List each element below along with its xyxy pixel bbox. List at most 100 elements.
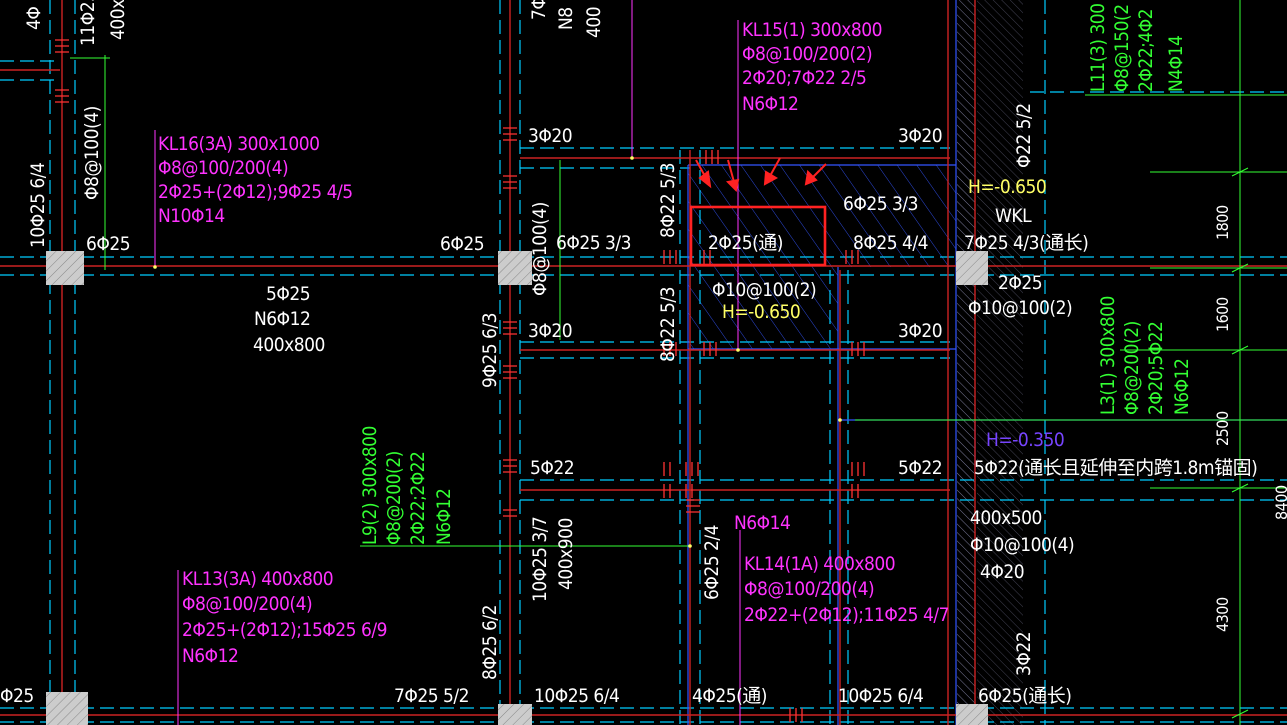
leader-lines [154, 0, 741, 725]
beam-label: KL16(3A) 300x1000 [158, 133, 320, 155]
rebar-label: N6Φ12 [254, 308, 310, 330]
stirrup-label: Φ8@100/200(2) [742, 43, 872, 65]
stirrup-label: Φ10@100(4) [970, 534, 1074, 556]
dimension-label: 1600 [1213, 297, 1232, 332]
rebar-label-vertical: 3Φ22 [1013, 632, 1035, 676]
beam-annotation-l9[interactable]: L9(2) 300x800 Φ8@200(2) 2Φ22;2Φ22 N6Φ12 [359, 426, 455, 545]
rebar-label-vertical: 7Φ [528, 0, 550, 20]
dimension-label: 2500 [1213, 411, 1232, 446]
column[interactable] [956, 704, 988, 725]
rebar-label: 2Φ25+(2Φ12);15Φ25 6/9 [182, 619, 387, 641]
red-arrow-icon [695, 157, 827, 193]
rebar-label: 6Φ25 3/3 [556, 232, 631, 254]
beam-label: L3(1) 300x800 [1097, 296, 1119, 415]
rebar-label-vertical: 6Φ25 2/4 [701, 525, 723, 600]
column[interactable] [498, 251, 532, 285]
rebar-label: N6Φ12 [1171, 359, 1193, 415]
highlight-box[interactable] [689, 205, 827, 267]
rebar-label: 5Φ22(通长且延伸至内跨1.8m锚固) [974, 457, 1257, 479]
rebar-label: 2Φ20;7Φ22 2/5 [742, 67, 866, 89]
rebar-label-vertical: 8Φ25 6/2 [479, 605, 501, 680]
beam-annotation-kl15[interactable]: KL15(1) 300x800 Φ8@100/200(2) 2Φ20;7Φ22 … [742, 19, 882, 115]
stirrup-label-vertical: Φ8@100(4) [81, 106, 103, 200]
beam-annotation-kl16[interactable]: KL16(3A) 300x1000 Φ8@100/200(4) 2Φ25+(2Φ… [158, 133, 353, 227]
rebar-label: 6Φ25(通长) [978, 685, 1071, 707]
dimension-label: 1800 [1213, 205, 1232, 240]
dimension-label: 8400 [1272, 485, 1287, 520]
rebar-label: 6Φ25 [440, 233, 484, 255]
rebar-label: 7Φ25 4/3(通长) [964, 232, 1088, 254]
rebar-label: 7Φ25 5/2 [394, 685, 469, 707]
rebar-label: N6Φ12 [433, 489, 455, 545]
beam-label: KL15(1) 300x800 [742, 19, 882, 41]
rebar-label: 2Φ22;2Φ22 [407, 452, 429, 545]
stirrup-label: Φ8@200(2) [1121, 321, 1143, 415]
column[interactable] [46, 251, 84, 285]
rebar-label: N10Φ14 [158, 205, 225, 227]
rebar-label: N6Φ12 [742, 93, 798, 115]
beam-annotation-kl14[interactable]: N6Φ14 KL14(1A) 400x800 Φ8@100/200(4) 2Φ2… [734, 512, 949, 626]
blue-edge-lines [687, 0, 1287, 725]
stirrup-label: Φ8@100/200(4) [158, 157, 288, 179]
dimension-label: 4300 [1213, 597, 1232, 632]
rebar-label-vertical: 10Φ25 3/7 [529, 517, 551, 602]
rebar-label-vertical: N8 [555, 7, 577, 30]
rebar-label: 6Φ25 3/3 [843, 193, 918, 215]
rebar-label: N4Φ14 [1165, 36, 1187, 92]
rebar-label: 2Φ25+(2Φ12);9Φ25 4/5 [158, 181, 353, 203]
dimension-lines [1150, 0, 1287, 725]
beam-annotation-l11[interactable]: L11(3) 300 Φ8@150(2 2Φ22;4Φ2 N4Φ14 [1087, 3, 1187, 92]
slab-hatch-region [688, 0, 1023, 725]
elevation-label: H=-0.350 [986, 429, 1064, 451]
beam-label: L11(3) 300 [1087, 3, 1109, 92]
column[interactable] [956, 251, 988, 285]
rebar-tick-marks [55, 39, 865, 722]
rebar-label: 2Φ22;4Φ2 [1135, 9, 1157, 92]
beam-label: KL13(3A) 400x800 [182, 568, 333, 590]
rebar-label: N6Φ14 [734, 512, 790, 534]
stirrup-label: Φ8@150(2 [1111, 4, 1133, 92]
stirrup-label: Φ8@200(2) [383, 451, 405, 545]
stirrup-label-vertical: Φ8@100(4) [529, 202, 551, 296]
stirrup-label: Φ10@100(2) [968, 297, 1072, 319]
rebar-label-vertical: 8Φ22 5/3 [657, 287, 679, 362]
rebar-label-vertical: 11Φ25 [77, 0, 99, 46]
beam-type-label: WKL [995, 205, 1032, 227]
rebar-label: 10Φ25 6/4 [838, 685, 923, 707]
marker-dot [153, 156, 842, 548]
rebar-label-vertical: Φ22 5/2 [1013, 103, 1035, 168]
rebar-label: N6Φ12 [182, 645, 238, 667]
stirrup-label: Φ8@100/200(4) [744, 578, 874, 600]
stirrup-label: Φ8@100/200(4) [182, 593, 312, 615]
beam-annotation-kl13[interactable]: KL13(3A) 400x800 Φ8@100/200(4) 2Φ25+(2Φ1… [182, 568, 387, 667]
beam-size-label-vertical: 400x900 [555, 518, 577, 590]
rebar-label: 2Φ25 [998, 272, 1042, 294]
leader-lines-green [70, 55, 1287, 547]
rebar-label: 10Φ25 6/4 [534, 685, 619, 707]
rebar-label-vertical: 400x [107, 0, 129, 40]
beam-label: L9(2) 300x800 [359, 426, 381, 545]
rebar-label: 8Φ25 4/4 [853, 232, 928, 254]
column[interactable] [46, 692, 88, 725]
rebar-label: 3Φ20 [528, 125, 572, 147]
beam-size-label: 400x500 [970, 507, 1042, 529]
rebar-label: 4Φ20 [980, 561, 1024, 583]
beam-annotation-l3[interactable]: L3(1) 300x800 Φ8@200(2) 2Φ20;5Φ22 N6Φ12 [1097, 296, 1193, 415]
rebar-label-vertical: 9Φ25 6/3 [479, 313, 501, 388]
rebar-label: 3Φ20 [528, 320, 572, 342]
rebar-label: 2Φ22+(2Φ12);11Φ25 4/7 [744, 604, 949, 626]
rebar-label: Φ25 [0, 685, 34, 707]
rebar-label: 2Φ25(通) [708, 232, 783, 254]
rebar-label-vertical: 8Φ22 5/3 [657, 163, 679, 238]
column[interactable] [498, 704, 532, 725]
beam-size-label: 400x800 [253, 334, 325, 356]
beam-label: KL14(1A) 400x800 [744, 553, 895, 575]
elevation-label: H=-0.650 [968, 176, 1046, 198]
rebar-label: 5Φ22 [530, 457, 574, 479]
rebar-label-vertical: 4Φ [23, 7, 45, 30]
rebar-label-vertical: 400 [583, 7, 605, 38]
rebar-label: 5Φ22 [898, 457, 942, 479]
